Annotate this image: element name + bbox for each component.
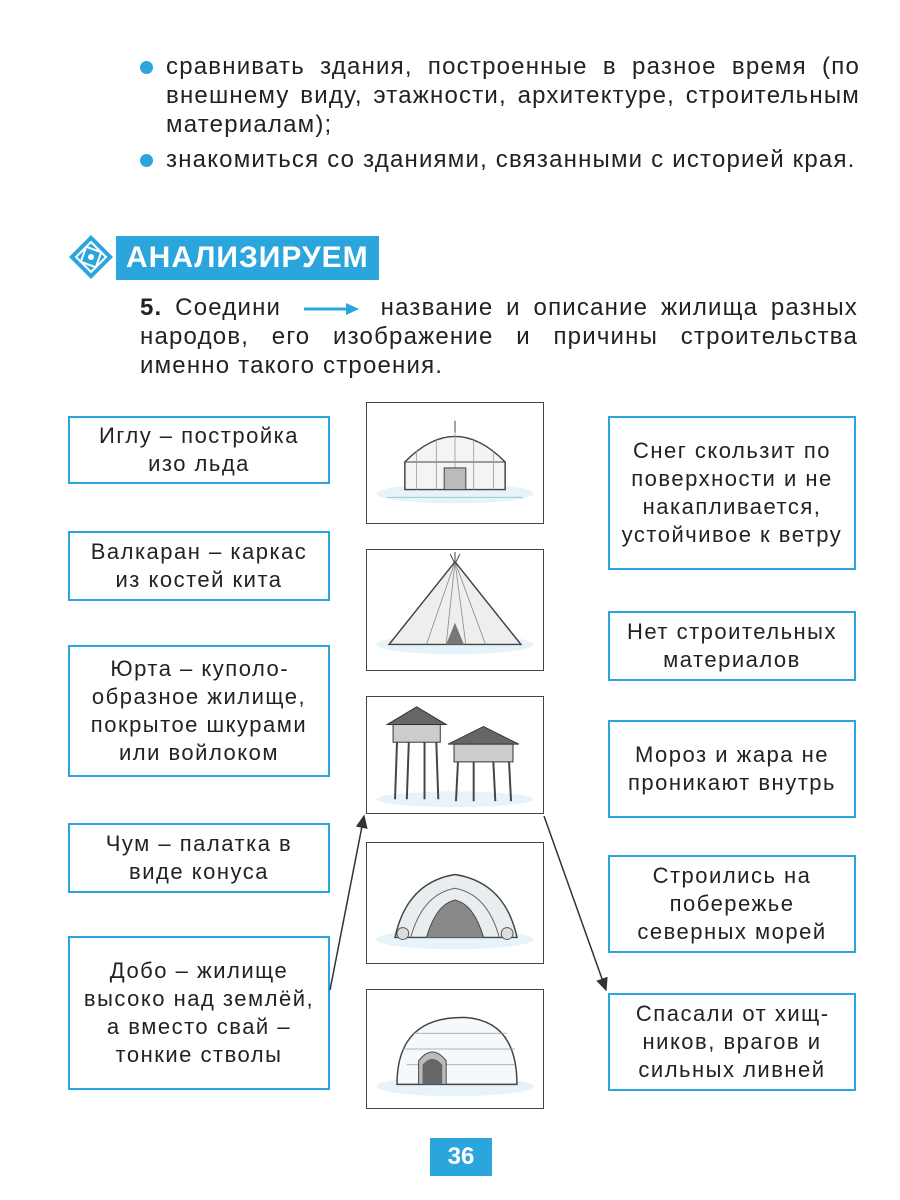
igloo-icon (376, 1016, 534, 1097)
box-text: Нет строительных материалов (626, 619, 837, 672)
box-text: Иглу – постройка изо льда (99, 423, 299, 476)
chum-icon (376, 551, 534, 655)
box-text: Спасали от хищ­ников, врагов и сильных л… (635, 1001, 829, 1082)
bullet-dot-icon (140, 61, 153, 74)
yurt-icon (376, 420, 534, 504)
dwelling-name-chum[interactable]: Чум – палатка в виде конуса (68, 823, 330, 893)
box-text: Мороз и жара не проникают внутрь (628, 742, 836, 795)
box-text: Снег скользит по поверхности и не накапл… (621, 438, 843, 547)
reason-box-frost-heat[interactable]: Мороз и жара не проникают внутрь (608, 720, 856, 818)
connect-line (543, 815, 608, 992)
task-text: 5. Соедини название и описание жилища ра… (140, 293, 858, 380)
dwelling-name-igloo[interactable]: Иглу – постройка изо льда (68, 416, 330, 484)
whalebone-house-icon (376, 873, 534, 950)
box-text: Строились на побережье северных морей (637, 863, 827, 944)
valkaran-picture[interactable] (366, 842, 544, 964)
connect-arrow-icon (303, 302, 359, 315)
dwelling-name-dobo[interactable]: Добо – жилище высоко над зем­лёй, а вмес… (68, 936, 330, 1090)
bullet-dot-icon (140, 154, 153, 167)
task-body: название и описание жилища разных народо… (140, 294, 859, 379)
reason-box-no-materials[interactable]: Нет строительных материалов (608, 611, 856, 681)
chum-picture[interactable] (366, 549, 544, 671)
objectives-list: сравнивать здания, построенные в разное … (140, 52, 860, 180)
task-number: 5. (140, 294, 163, 321)
dwelling-name-yurt[interactable]: Юрта – куполо­образное жилище, покрытое … (68, 645, 330, 777)
connect-line (329, 814, 368, 991)
box-text: Добо – жилище высоко над зем­лёй, а вмес… (83, 958, 315, 1067)
section-title: АНАЛИЗИРУЕМ (116, 236, 379, 280)
diamond-emblem-icon (69, 235, 113, 279)
task-lead: Соедини (175, 294, 282, 321)
objective-item: сравнивать здания, построенные в разное … (140, 52, 860, 139)
objective-text: сравнивать здания, построенные в разное … (166, 53, 860, 138)
box-text: Валкаран – каркас из костей кита (90, 539, 308, 592)
page-number: 36 (430, 1138, 492, 1176)
box-text: Юрта – куполо­образное жилище, покрытое … (90, 656, 308, 765)
dwelling-name-valkaran[interactable]: Валкаран – каркас из костей кита (68, 531, 330, 601)
objective-text: знакомиться со зданиями, связанными с ис… (166, 146, 856, 173)
yurt-picture[interactable] (366, 402, 544, 524)
reason-box-snow[interactable]: Снег скользит по поверхности и не накапл… (608, 416, 856, 570)
box-text: Чум – палатка в виде конуса (105, 831, 293, 884)
objective-item: знакомиться со зданиями, связанными с ис… (140, 145, 860, 174)
reason-box-coast[interactable]: Строились на побережье северных морей (608, 855, 856, 953)
reason-box-predators[interactable]: Спасали от хищ­ников, врагов и сильных л… (608, 993, 856, 1091)
dobo-picture[interactable] (366, 696, 544, 814)
stilt-house-icon (376, 706, 534, 808)
igloo-picture[interactable] (366, 989, 544, 1109)
